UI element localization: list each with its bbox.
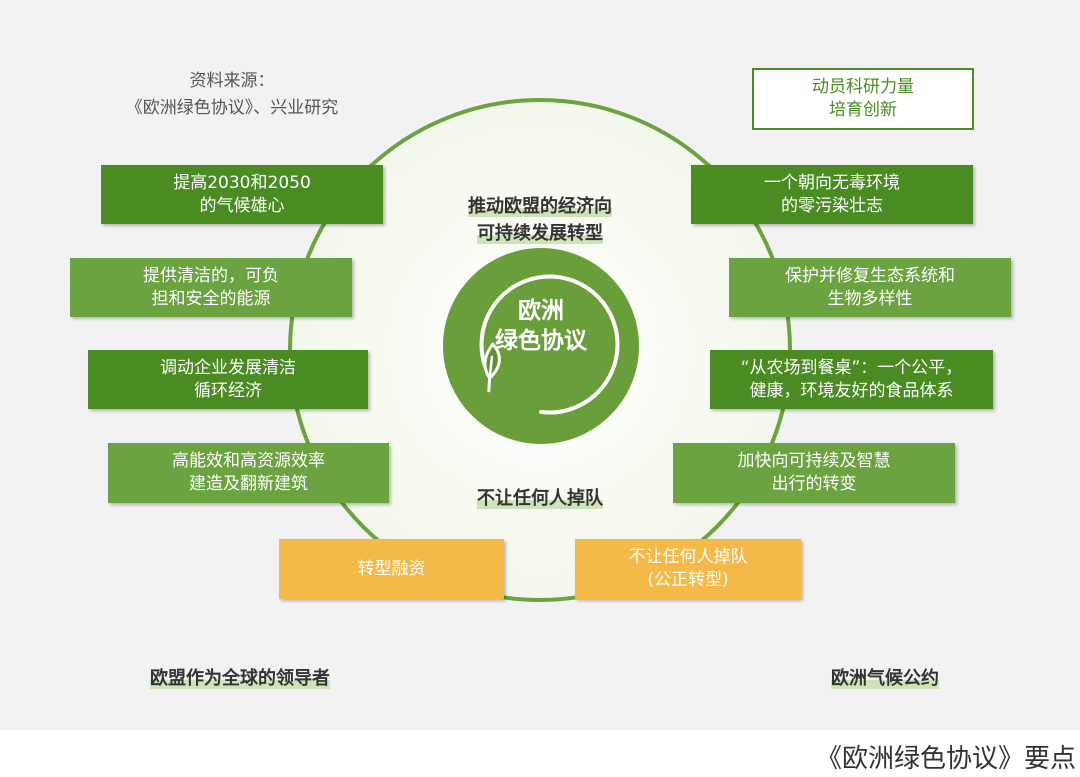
left-item-1: 提高2030和2050 的气候雄心: [101, 165, 383, 224]
left-item-2: 提供清洁的，可负 担和安全的能源: [70, 258, 352, 317]
bottom-right-label-text: 欧洲气候公约: [831, 668, 939, 689]
bottom-right-label: 欧洲气候公约: [790, 638, 980, 692]
right-item-1: 一个朝向无毒环境 的零污染壮志: [691, 165, 973, 224]
right-item-2: 保护并修复生态系统和 生物多样性: [729, 258, 1011, 317]
center-swirl: [479, 274, 620, 415]
just-transition-box: 不让任何人掉队 (公正转型): [575, 539, 801, 599]
top-heading: 推动欧盟的经济向 可持续发展转型: [390, 166, 690, 247]
transition-finance-box: 转型融资: [279, 539, 504, 599]
top-heading-text: 推动欧盟的经济向 可持续发展转型: [468, 196, 612, 244]
source-note: 资料来源： 《欧洲绿色协议》、兴业研究: [125, 71, 339, 118]
right-item-3: “从农场到餐桌”：一个公平， 健康，环境友好的食品体系: [710, 350, 993, 409]
figure-caption: 《欧洲绿色协议》要点: [815, 744, 1076, 774]
center-title: 欧洲 绿色协议: [495, 298, 587, 354]
middle-heading: 不让任何人掉队: [390, 458, 690, 512]
middle-heading-text: 不让任何人掉队: [477, 488, 603, 509]
left-item-4: 高能效和高资源效率 建造及翻新建筑: [108, 443, 389, 503]
left-item-3: 调动企业发展清洁 循环经济: [88, 350, 368, 409]
bottom-left-label: 欧盟作为全球的领导者: [95, 638, 385, 692]
right-item-4: 加快向可持续及智慧 出行的转变: [673, 443, 955, 503]
diagram-canvas: 资料来源： 《欧洲绿色协议》、兴业研究 动员科研力量 培育创新 推动欧盟的经济向…: [0, 0, 1080, 730]
leaf-icon: [483, 342, 501, 393]
mobilize-research-box: 动员科研力量 培育创新: [752, 68, 974, 130]
bottom-left-label-text: 欧盟作为全球的领导者: [150, 668, 330, 689]
